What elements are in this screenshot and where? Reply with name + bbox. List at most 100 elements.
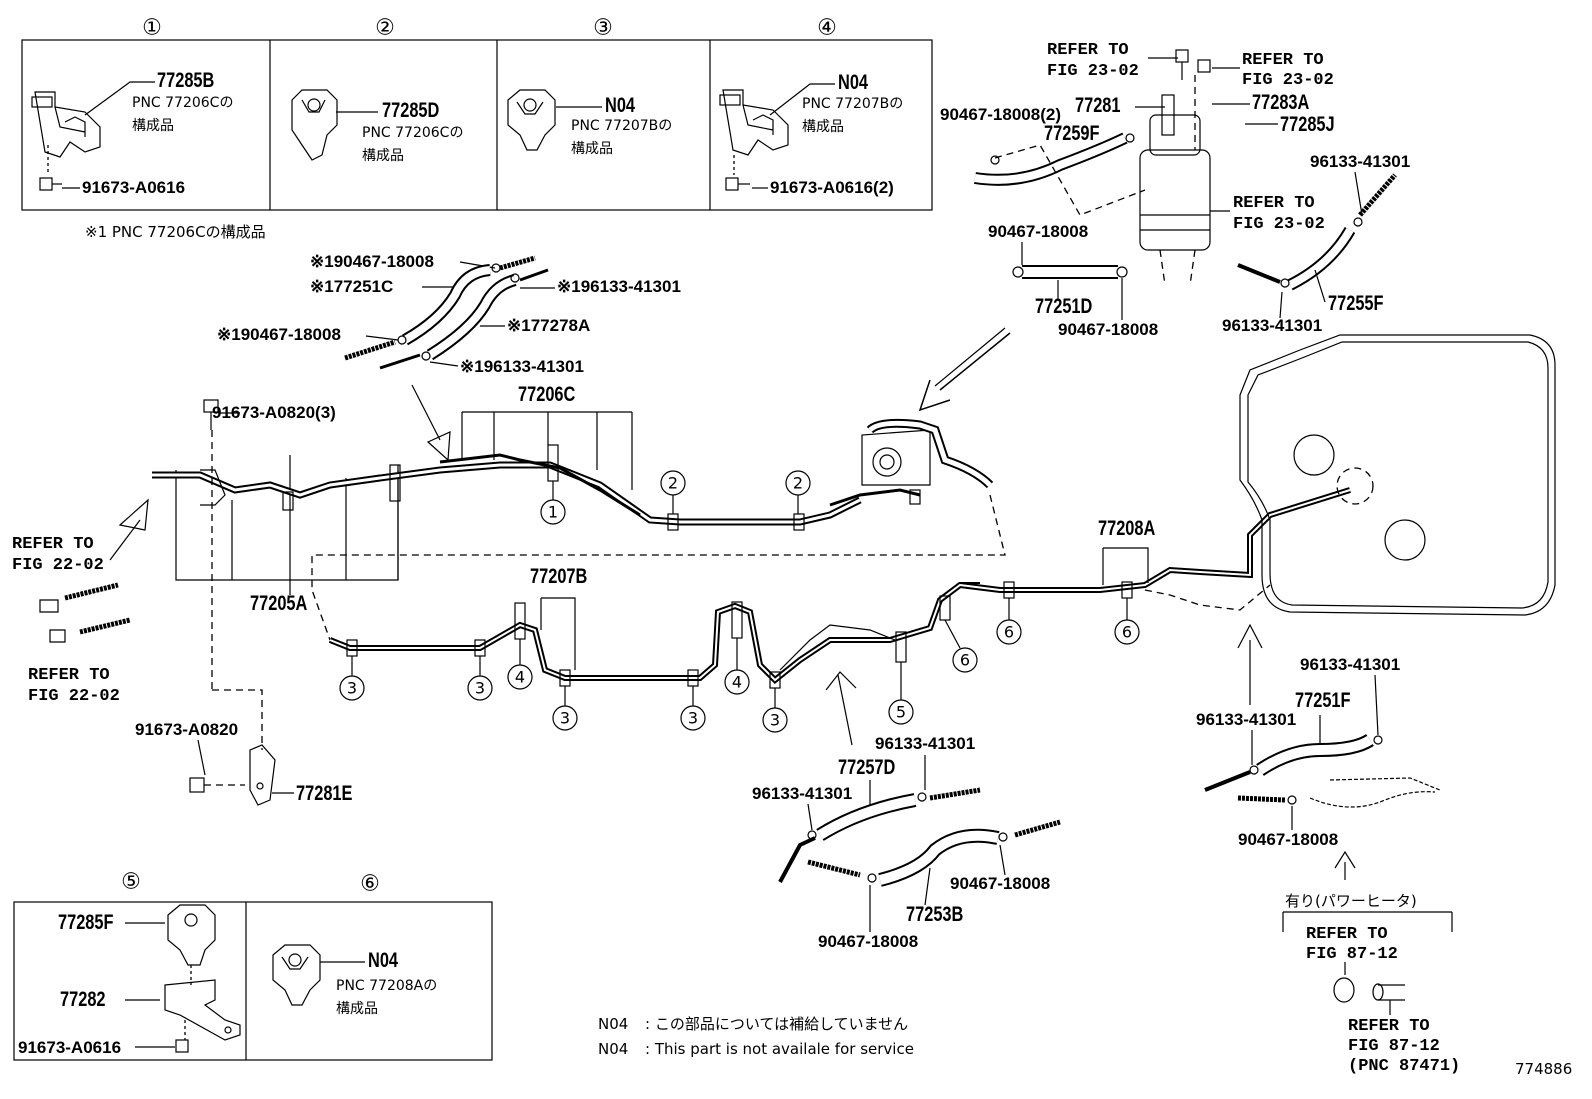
- label-90467-18008-e: 90467-18008: [950, 874, 1050, 893]
- callout-1: 1: [540, 481, 566, 525]
- refer-to-6-b: FIG 87-12: [1306, 945, 1398, 964]
- bolt-icon: [175, 1039, 189, 1053]
- refer-to-4-a: REFER TO: [12, 535, 94, 554]
- clamp-n04-bracket-icon: [719, 89, 789, 156]
- box-1-number: ①: [142, 16, 162, 41]
- label-77259f: 77259F: [1044, 121, 1100, 144]
- callout-6a: 6: [944, 619, 978, 673]
- label-90467-18008-a: ※190467-18008: [310, 252, 434, 271]
- bolt-91673-a0616-2-label: 91673-A0616(2): [770, 178, 894, 197]
- label-77207b: 77207B: [530, 564, 587, 587]
- label-77255f: 77255F: [1328, 291, 1384, 314]
- label-77253b: 77253B: [906, 902, 963, 925]
- callout-3b: 3: [467, 656, 493, 701]
- clamp-77285b-icon: [31, 91, 101, 158]
- box1-desc-line1: PNC 77206Cの: [132, 95, 233, 111]
- callout-3a: 3: [339, 656, 365, 701]
- label-77283a: 77283A: [1252, 90, 1310, 113]
- svg-text:6: 6: [1122, 623, 1132, 642]
- callout-3c: 3: [552, 686, 578, 731]
- fuel-tank-outline: [1239, 334, 1556, 616]
- part-77285d-label: 77285D: [382, 98, 439, 121]
- bottom-inset-panel: ⑤ ⑥ 77285F 77282 91673-A0616 N04 PNC 772…: [13, 870, 493, 1061]
- label-90467-18008-2: 90467-18008(2): [940, 105, 1061, 124]
- arrow-icon: [411, 384, 451, 462]
- label-90467-18008-c: 90467-18008: [988, 222, 1088, 241]
- clip-icon: [421, 351, 431, 361]
- refer-to-5-a: REFER TO: [28, 666, 110, 685]
- box1-desc-line2: 構成品: [132, 118, 174, 134]
- note-1-text: : この部品については補給していません: [645, 1015, 908, 1033]
- bracket-77282-icon: [164, 979, 241, 1041]
- label-96133-41301-h: 96133-41301: [1196, 710, 1296, 729]
- label-96133-41301-d: 96133-41301: [1222, 316, 1322, 335]
- label-90467-18008-g: 90467-18008: [1238, 830, 1338, 849]
- svg-text:3: 3: [560, 709, 570, 728]
- label-77251d: 77251D: [1035, 294, 1092, 317]
- part-n04-label-3: N04: [368, 948, 399, 971]
- svg-text:2: 2: [668, 474, 678, 493]
- part-77285f-label: 77285F: [58, 910, 114, 933]
- label-91673-a0820-3: 91673-A0820(3): [212, 403, 336, 422]
- service-notes: N04 : この部品については補給していません N04 : This part …: [598, 1015, 914, 1058]
- arrow-icon: [1237, 623, 1263, 705]
- svg-text:2: 2: [793, 474, 803, 493]
- refer-to-2-b: FIG 23-02: [1242, 71, 1334, 90]
- label-77285j: 77285J: [1280, 112, 1335, 135]
- callout-2b: 2: [785, 470, 811, 514]
- hose-group-77251c: ※190467-18008 ※177251C ※196133-41301 ※19…: [217, 252, 681, 376]
- fuel-filter-icon: [1139, 149, 1211, 251]
- clip-icon: [510, 273, 520, 283]
- refer-to-1-a: REFER TO: [1047, 41, 1129, 60]
- label-96133-41301-g: 96133-41301: [1300, 655, 1400, 674]
- box2-desc-line2: 構成品: [362, 148, 404, 164]
- svg-text:4: 4: [732, 673, 742, 692]
- label-90467-18008-b: ※190467-18008: [217, 325, 341, 344]
- label-90467-18008-d: 90467-18008: [1058, 320, 1158, 339]
- svg-text:3: 3: [475, 679, 485, 698]
- svg-text:3: 3: [688, 709, 698, 728]
- box4-desc-line2: 構成品: [802, 119, 844, 135]
- arrow-icon: [1334, 850, 1356, 880]
- label-77257d: 77257D: [838, 755, 895, 778]
- hose-group-77257d: 96133-41301 77257D 96133-41301 90467-180…: [752, 671, 1061, 951]
- callout-4b: 4: [724, 638, 750, 695]
- bracket-77281e-icon: [189, 744, 276, 806]
- label-77208a: 77208A: [1098, 516, 1156, 539]
- label-96133-41301-a: ※196133-41301: [557, 277, 681, 296]
- svg-text:1: 1: [548, 503, 558, 522]
- box-5-number: ⑤: [121, 870, 141, 895]
- part-n04-label-2: N04: [838, 70, 869, 93]
- note-1-code: N04: [598, 1015, 628, 1033]
- clamp-77285d-icon: [291, 89, 338, 161]
- refer-to-7-b: FIG 87-12: [1348, 1037, 1440, 1056]
- refer-to-3-a: REFER TO: [1233, 194, 1315, 213]
- callout-4a: 4: [507, 639, 533, 690]
- refer-to-1-b: FIG 23-02: [1047, 62, 1139, 81]
- svg-text:3: 3: [770, 711, 780, 730]
- footnote-top: ※1 PNC 77206Cの構成品: [85, 223, 266, 241]
- svg-text:5: 5: [896, 703, 906, 722]
- label-96133-41301-f: 96133-41301: [752, 784, 852, 803]
- clip-icon: [491, 263, 501, 273]
- left-refs: REFER TO FIG 22-02 REFER TO FIG 22-02: [12, 498, 149, 706]
- refer-to-7-a: REFER TO: [1348, 1017, 1430, 1036]
- part-n04-label-1: N04: [605, 93, 636, 116]
- note-2-code: N04: [598, 1040, 628, 1058]
- bolt-91673-a0616-b-label: 91673-A0616: [18, 1038, 121, 1057]
- svg-text:6: 6: [1004, 623, 1014, 642]
- label-96133-41301-e: 96133-41301: [875, 734, 975, 753]
- box-2-number: ②: [375, 16, 395, 41]
- box3-desc-line1: PNC 77207Bの: [571, 118, 672, 134]
- callout-2a: 2: [660, 470, 686, 514]
- label-77205a: 77205A: [250, 591, 308, 614]
- clamp-n04-b-icon: [272, 944, 321, 1006]
- bolt-91673-a0616-label: 91673-A0616: [82, 178, 185, 197]
- filter-assembly-icon: [861, 418, 994, 505]
- arrow-icon: [109, 498, 149, 561]
- bolt-icon-2: [725, 155, 750, 191]
- main-pipe-assembly: 91673-A0820(3) 77206C 77205A 1: [135, 334, 1556, 806]
- top-inset-panel: ① 77285B PNC 77206Cの 構成品 91673-A0616 ② 7…: [21, 16, 933, 211]
- fuel-filter-group: REFER TO FIG 23-02 REFER TO FIG 23-02 90…: [940, 41, 1410, 339]
